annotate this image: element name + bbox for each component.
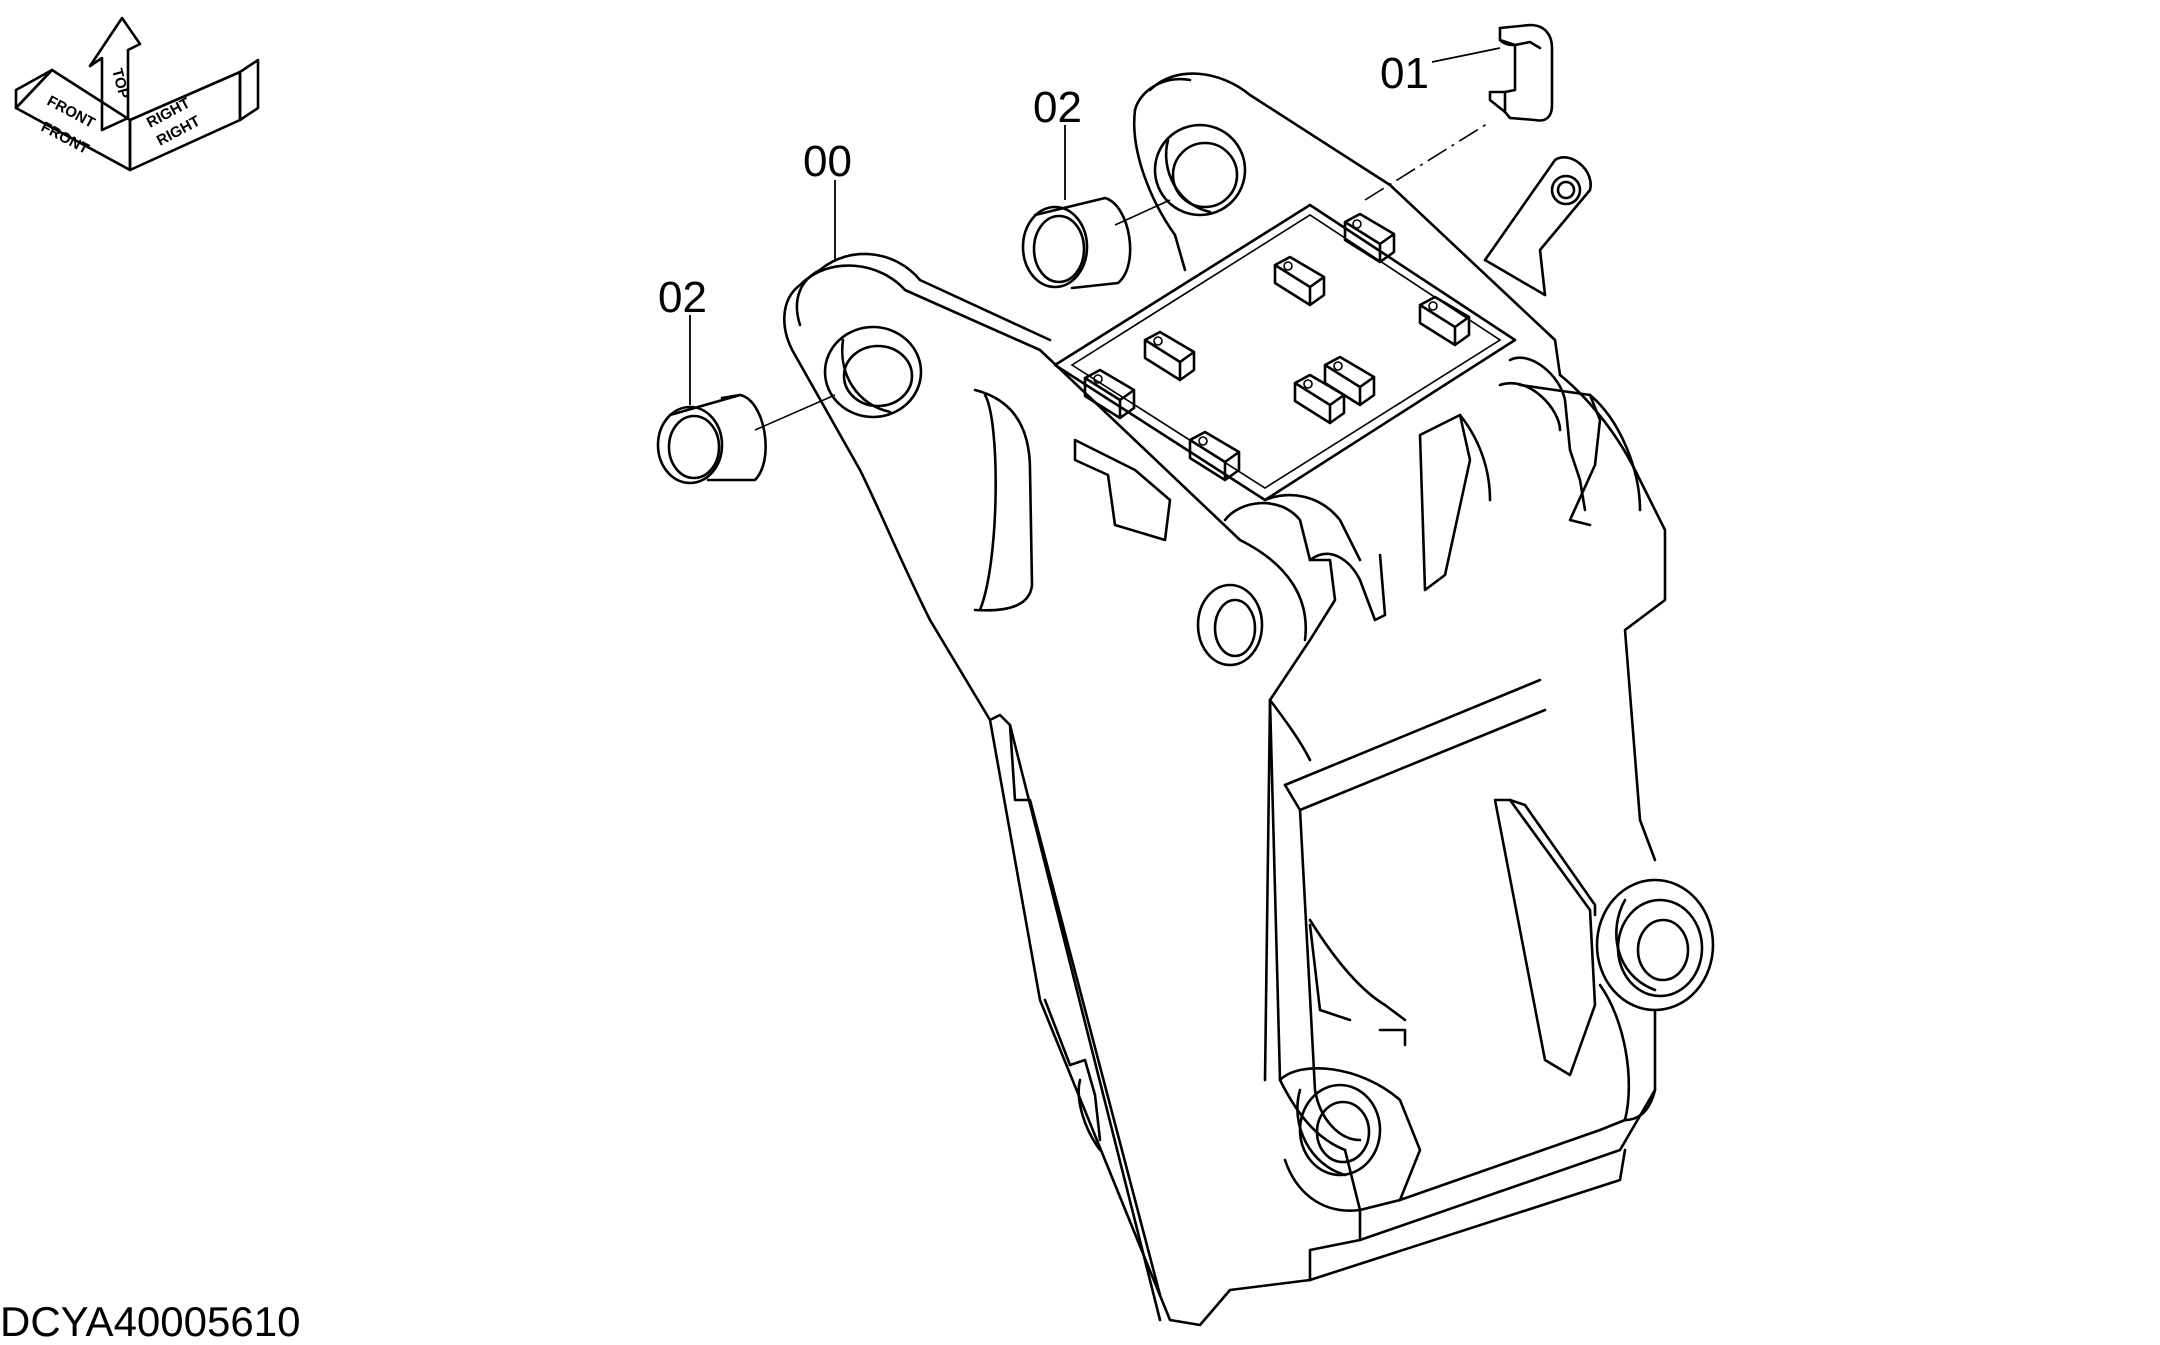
stopper-part	[1488, 23, 1554, 122]
callout-frame: 00	[803, 137, 852, 186]
wear-pads	[1083, 212, 1471, 482]
callout-stopper: 01	[1380, 49, 1429, 98]
bushing-right	[1021, 196, 1132, 290]
leader-lines	[689, 47, 1501, 405]
drawing-number: DCYA40005610	[0, 1298, 300, 1345]
bushing-left	[656, 393, 767, 485]
orientation-icon: FRONT FRONT TOP RIGHT RIGHT	[14, 16, 260, 172]
assembly-centerlines	[754, 121, 1491, 431]
quick-coupler-frame	[783, 72, 1715, 1327]
callout-bushing-right: 02	[1033, 83, 1082, 132]
callout-bushing-left: 02	[658, 273, 707, 322]
